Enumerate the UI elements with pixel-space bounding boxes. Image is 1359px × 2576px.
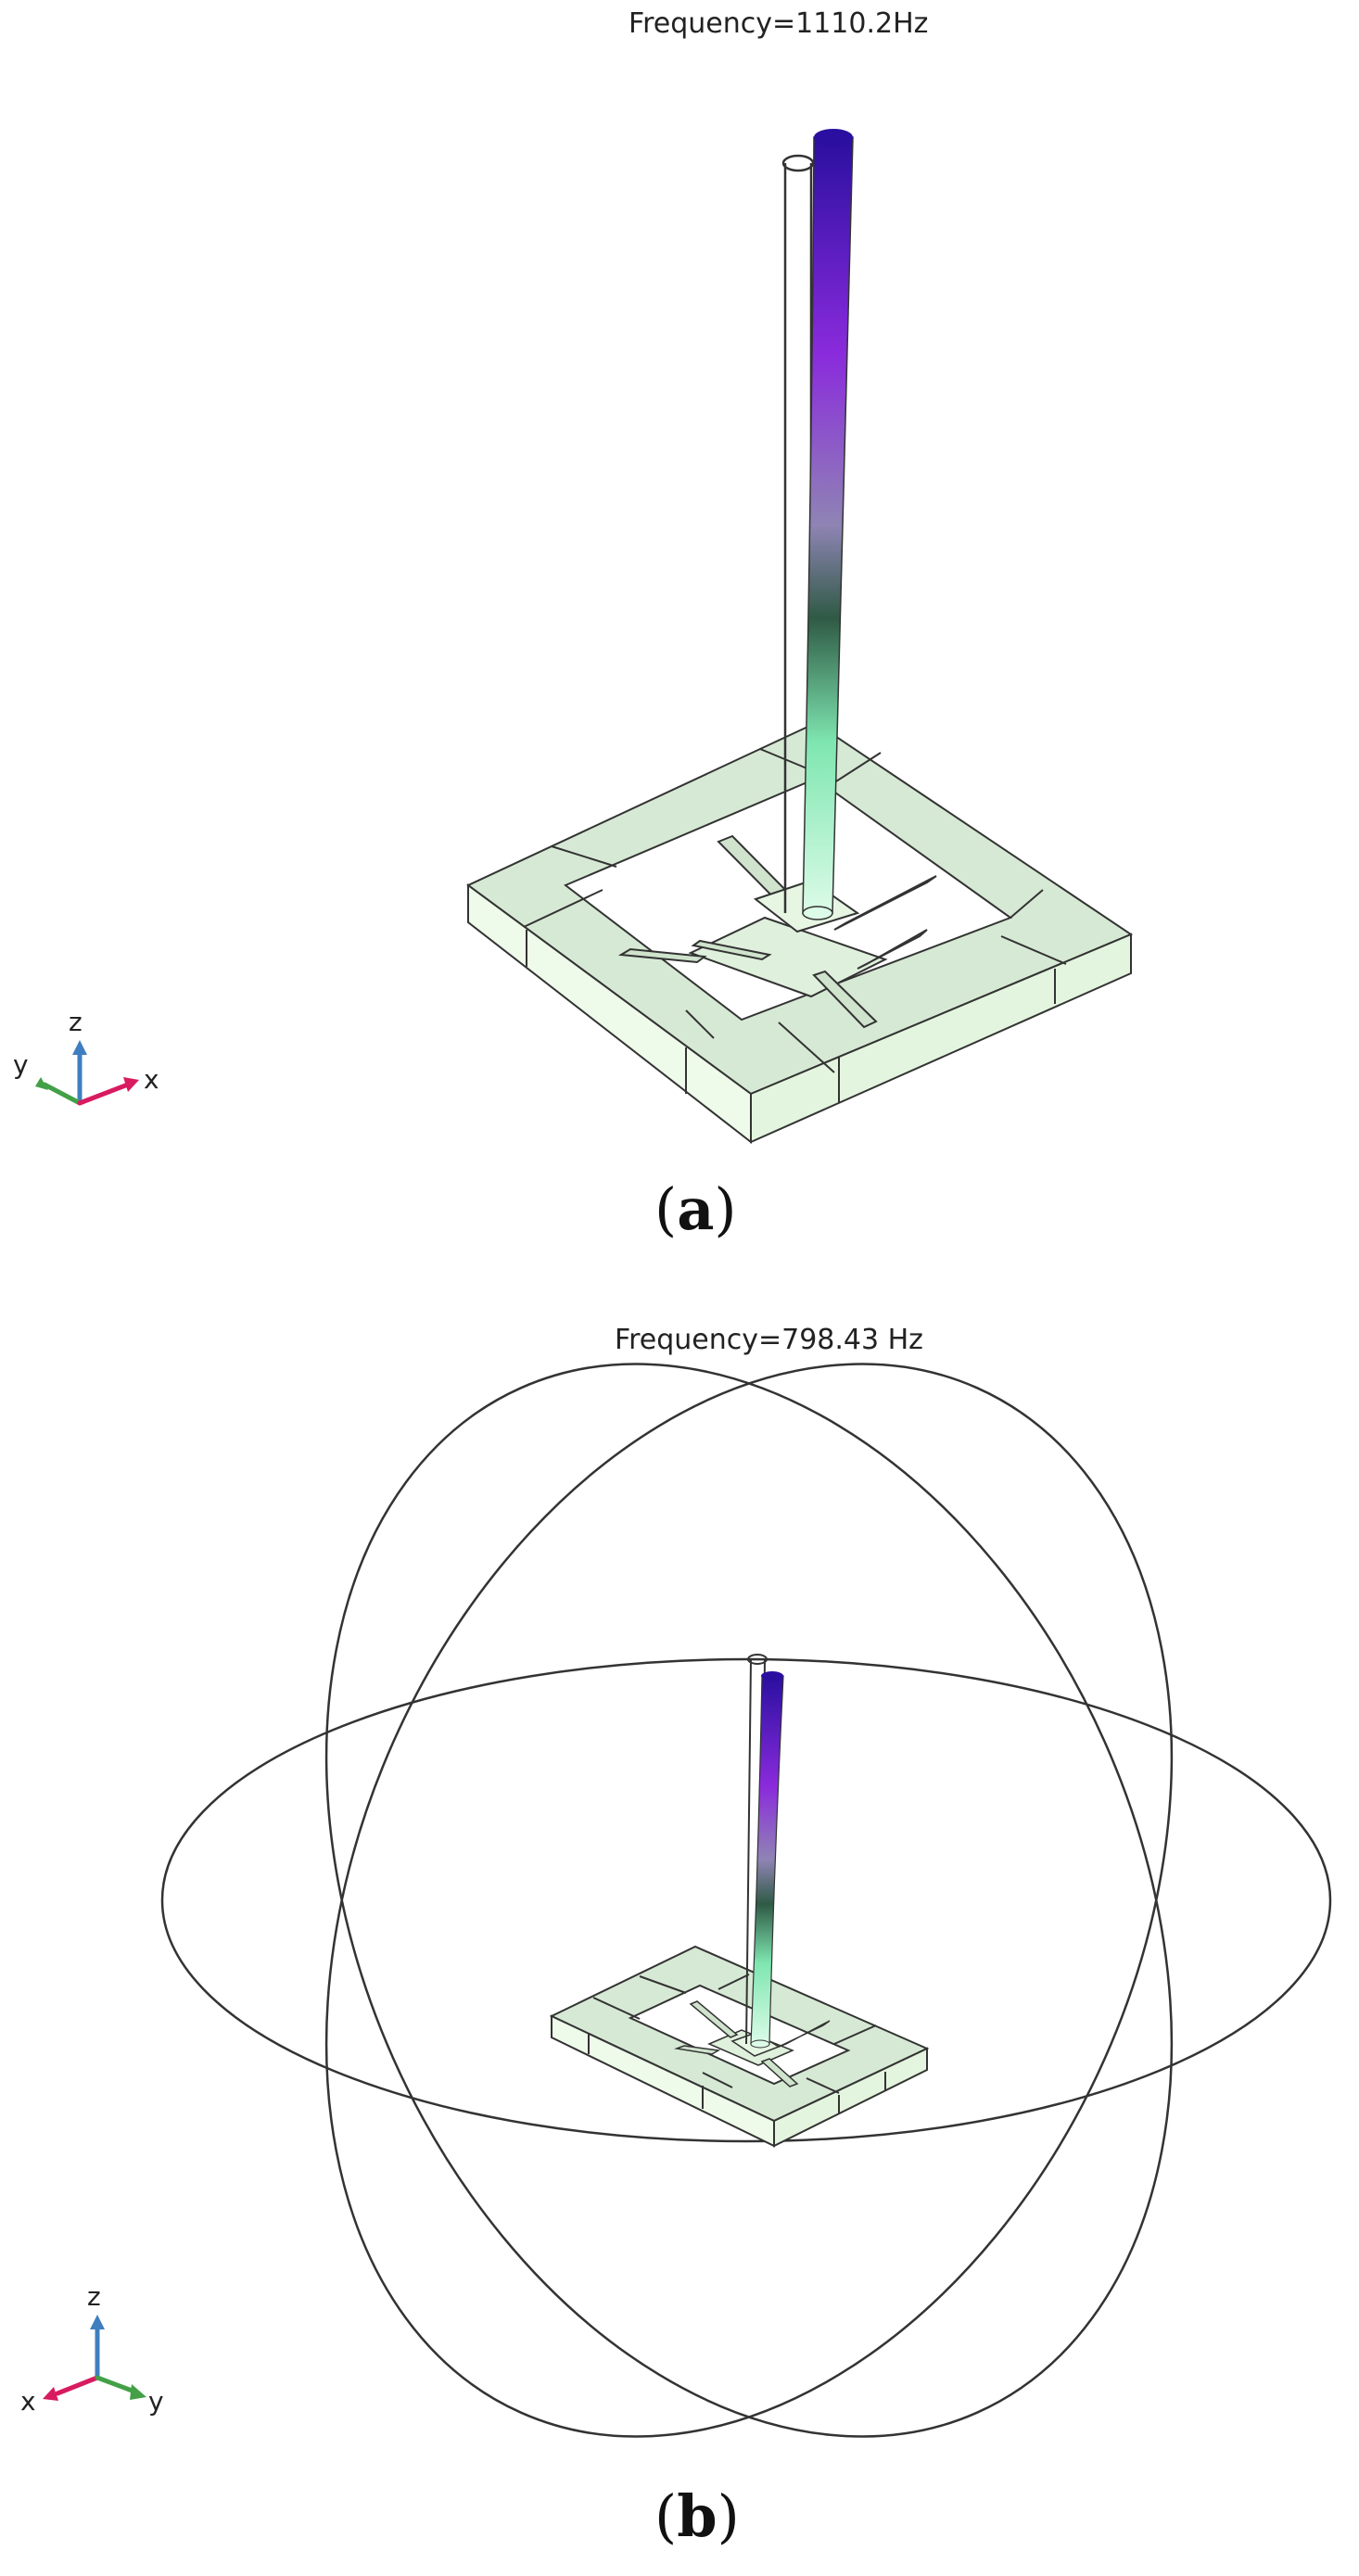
deformed-rod: [750, 1671, 784, 2049]
axis-label-right: y: [148, 2386, 164, 2417]
axis-triad: z y x: [13, 1007, 159, 1106]
orbit-rings: [160, 1363, 1332, 2438]
axis-label-left: x: [20, 2386, 36, 2417]
axis-label-up: z: [69, 1007, 83, 1037]
axis-triad: z x y: [20, 2281, 164, 2417]
tilted-ring-left: [324, 1363, 1174, 2438]
axis-label-right: x: [144, 1064, 159, 1095]
panel-a: z y x Frequency=1110.2Hz (a): [13, 7, 1134, 1243]
deformed-rod: [802, 129, 854, 920]
axis-label-up: z: [87, 2281, 101, 2312]
frequency-label: Frequency=798.43 Hz: [615, 1324, 923, 1356]
tilted-ring-right: [324, 1363, 1174, 2438]
panel-b: z x y Frequency=798.43 Hz (b): [0, 1288, 1359, 2576]
frequency-label: Frequency=1110.2Hz: [629, 7, 929, 40]
horizontal-ring: [160, 1657, 1332, 2143]
panel-caption: (b): [654, 2482, 740, 2550]
panel-b-scene: z x y: [20, 1363, 1332, 2438]
panel-letter: a: [677, 1175, 715, 1243]
panel-caption: (a): [654, 1175, 737, 1243]
panel-a-scene: z y x: [13, 129, 1134, 1145]
axis-label-left: y: [13, 1049, 29, 1080]
panel-letter: b: [677, 2482, 718, 2550]
